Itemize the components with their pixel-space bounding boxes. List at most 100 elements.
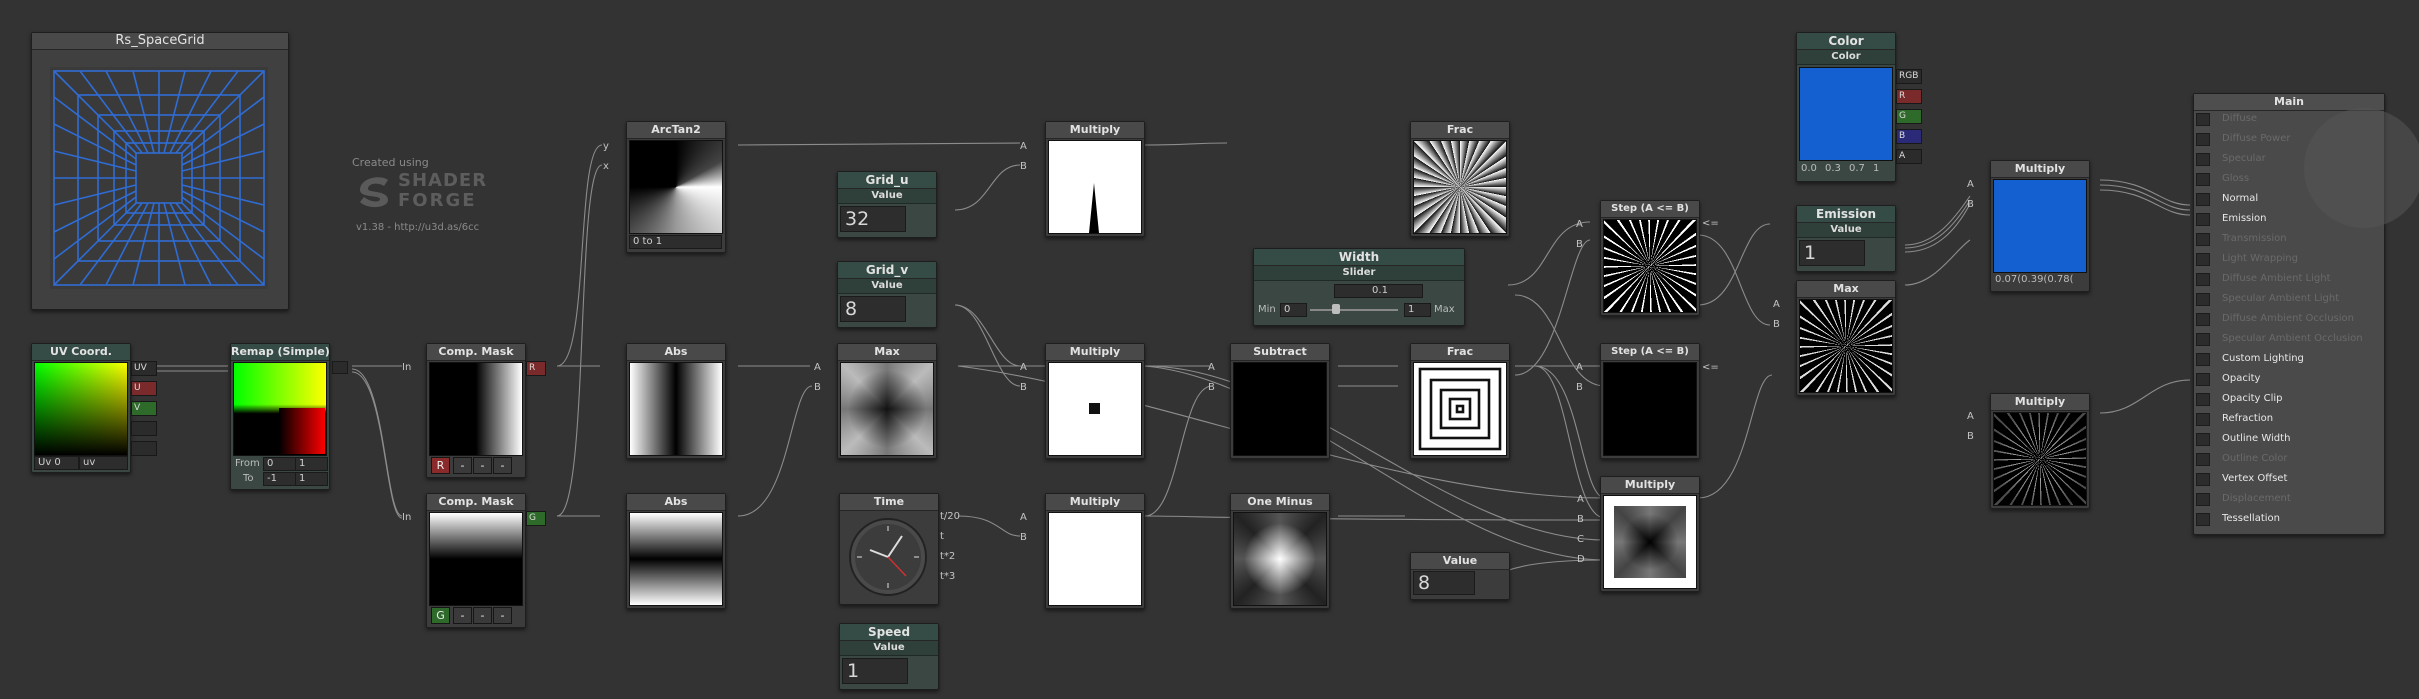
step-top-input-b[interactable]: B bbox=[1576, 239, 1583, 250]
multiply-4-input-a[interactable]: A bbox=[1577, 494, 1584, 505]
max-1-input-b[interactable]: B bbox=[814, 382, 821, 393]
frac-node-top[interactable]: Frac bbox=[1410, 121, 1510, 237]
main-input-row[interactable]: Diffuse bbox=[2194, 110, 2394, 128]
input-port[interactable] bbox=[2196, 393, 2210, 406]
w-output[interactable] bbox=[131, 441, 157, 456]
color-channel-g[interactable]: 0.3 bbox=[1825, 163, 1841, 174]
main-input-row[interactable]: Refraction bbox=[2194, 410, 2394, 428]
max-2-input-a[interactable]: A bbox=[1773, 299, 1780, 310]
multiply-color-input-b[interactable]: B bbox=[1967, 199, 1974, 210]
time-output-t[interactable]: t bbox=[940, 531, 944, 542]
abs-node-1[interactable]: Abs bbox=[626, 343, 726, 459]
multiply-node-4input[interactable]: Multiply bbox=[1600, 476, 1700, 592]
time-output-t20[interactable]: t/20 bbox=[940, 511, 961, 522]
remap-to-max[interactable]: 1 bbox=[295, 472, 328, 486]
arctan2-node[interactable]: ArcTan2 0 to 1 bbox=[626, 121, 726, 253]
subtract-node[interactable]: Subtract bbox=[1230, 343, 1330, 459]
slider-max-value[interactable]: 1 bbox=[1404, 303, 1431, 317]
color-output-g[interactable]: G bbox=[1896, 109, 1922, 124]
channel-dash-button[interactable]: - bbox=[473, 607, 492, 624]
emission-node[interactable]: Emission Value 1 bbox=[1796, 205, 1896, 272]
channel-g-button[interactable]: G bbox=[431, 607, 450, 624]
v-output[interactable]: V bbox=[131, 401, 157, 416]
main-input-row[interactable]: Opacity Clip bbox=[2194, 390, 2394, 408]
remap-to-min[interactable]: -1 bbox=[263, 472, 296, 486]
multiply-4-input-b[interactable]: B bbox=[1577, 514, 1584, 525]
main-input-row[interactable]: Emission bbox=[2194, 210, 2394, 228]
uv-coord-node[interactable]: UV Coord. Uv 0 uv bbox=[31, 343, 131, 473]
multiply-mid-input-b[interactable]: B bbox=[1020, 382, 1027, 393]
grid-v-node[interactable]: Grid_v Value 8 bbox=[837, 261, 937, 328]
abs-node-2[interactable]: Abs bbox=[626, 493, 726, 609]
main-input-row[interactable]: Opacity bbox=[2194, 370, 2394, 388]
multiply-node-color[interactable]: Multiply 0.07(0.39(0.78( bbox=[1990, 160, 2090, 292]
comp-mask-g-input[interactable]: In bbox=[402, 512, 412, 523]
uv-output[interactable]: UV bbox=[131, 361, 157, 376]
multiply-4-input-d[interactable]: D bbox=[1577, 554, 1585, 565]
multiply-color-input-a[interactable]: A bbox=[1967, 179, 1974, 190]
remap-output-port[interactable] bbox=[332, 361, 348, 374]
main-input-row[interactable]: Displacement bbox=[2194, 490, 2394, 508]
multiply-node-top[interactable]: Multiply bbox=[1045, 121, 1145, 237]
input-port[interactable] bbox=[2196, 253, 2210, 266]
input-port[interactable] bbox=[2196, 353, 2210, 366]
subtract-input-a[interactable]: A bbox=[1208, 362, 1215, 373]
multiply-final-input-a[interactable]: A bbox=[1967, 411, 1974, 422]
input-port[interactable] bbox=[2196, 433, 2210, 446]
multiply-node-low[interactable]: Multiply bbox=[1045, 493, 1145, 609]
multiply-mid-input-a[interactable]: A bbox=[1020, 362, 1027, 373]
main-input-row[interactable]: Gloss bbox=[2194, 170, 2394, 188]
input-port[interactable] bbox=[2196, 473, 2210, 486]
input-port[interactable] bbox=[2196, 493, 2210, 506]
remap-simple-node[interactable]: Remap (Simple) From 0 1 To -1 1 bbox=[230, 343, 330, 490]
remap-from-min[interactable]: 0 bbox=[263, 457, 296, 471]
multiply-final-input-b[interactable]: B bbox=[1967, 431, 1974, 442]
main-input-row[interactable]: Specular Ambient Light bbox=[2194, 290, 2394, 308]
slider-min-value[interactable]: 0 bbox=[1280, 303, 1307, 317]
input-port[interactable] bbox=[2196, 313, 2210, 326]
input-port[interactable] bbox=[2196, 133, 2210, 146]
input-port[interactable] bbox=[2196, 373, 2210, 386]
main-input-row[interactable]: Specular bbox=[2194, 150, 2394, 168]
input-port[interactable] bbox=[2196, 273, 2210, 286]
step-mid-output[interactable]: <= bbox=[1702, 362, 1719, 373]
u-output[interactable]: U bbox=[131, 381, 157, 396]
comp-mask-r-output[interactable]: R bbox=[526, 361, 546, 376]
main-input-row[interactable]: Outline Width bbox=[2194, 430, 2394, 448]
main-input-row[interactable]: Diffuse Ambient Light bbox=[2194, 270, 2394, 288]
main-input-row[interactable]: Light Wrapping bbox=[2194, 250, 2394, 268]
color-output-rgb[interactable]: RGB bbox=[1896, 69, 1922, 84]
time-node[interactable]: Time bbox=[839, 493, 939, 605]
arctan2-input-y[interactable]: y bbox=[603, 141, 609, 152]
arctan2-input-x[interactable]: x bbox=[603, 161, 609, 172]
step-top-input-a[interactable]: A bbox=[1576, 219, 1583, 230]
time-output-t2[interactable]: t*2 bbox=[940, 551, 956, 562]
main-input-row[interactable]: Custom Lighting bbox=[2194, 350, 2394, 368]
step-mid-input-a[interactable]: A bbox=[1576, 362, 1583, 373]
main-input-row[interactable]: Transmission bbox=[2194, 230, 2394, 248]
speed-value[interactable]: 1 bbox=[842, 658, 908, 684]
comp-mask-g-node[interactable]: Comp. Mask G - - - bbox=[426, 493, 526, 628]
max-1-input-a[interactable]: A bbox=[814, 362, 821, 373]
input-port[interactable] bbox=[2196, 113, 2210, 126]
color-output-r[interactable]: R bbox=[1896, 89, 1922, 104]
main-input-row[interactable]: Diffuse Power bbox=[2194, 130, 2394, 148]
comp-mask-g-output[interactable]: G bbox=[526, 511, 546, 526]
color-node[interactable]: Color Color 0.0 0.3 0.7 1 bbox=[1796, 32, 1896, 182]
slider-thumb[interactable] bbox=[1332, 304, 1340, 314]
emission-value[interactable]: 1 bbox=[1799, 240, 1865, 266]
width-value-field[interactable]: 0.1 bbox=[1334, 284, 1423, 298]
color-output-b[interactable]: B bbox=[1896, 129, 1922, 144]
main-input-row[interactable]: Diffuse Ambient Occlusion bbox=[2194, 310, 2394, 328]
arctan2-range-select[interactable]: 0 to 1 bbox=[629, 235, 722, 249]
color-swatch[interactable] bbox=[1799, 67, 1893, 161]
width-slider-node[interactable]: Width Slider 0.1 Min 0 1 Max bbox=[1253, 248, 1465, 326]
step-mid-input-b[interactable]: B bbox=[1576, 382, 1583, 393]
channel-dash-button[interactable]: - bbox=[473, 457, 492, 474]
channel-dash-button[interactable]: - bbox=[453, 457, 472, 474]
value-node-8[interactable]: Value 8 bbox=[1410, 552, 1510, 600]
color-output-a[interactable]: A bbox=[1896, 149, 1922, 164]
input-port[interactable] bbox=[2196, 333, 2210, 346]
input-port[interactable] bbox=[2196, 193, 2210, 206]
